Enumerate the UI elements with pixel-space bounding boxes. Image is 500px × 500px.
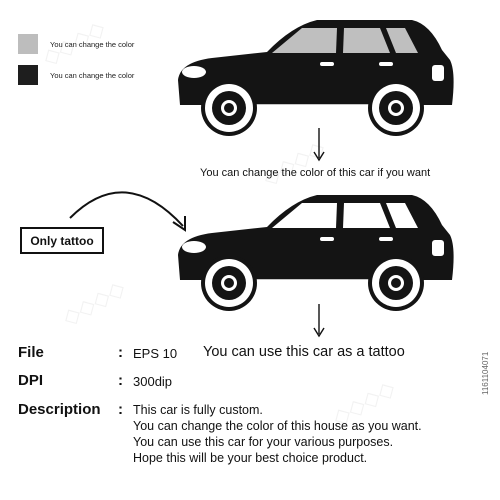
car-top-taillight bbox=[432, 65, 444, 81]
car-top-window-front bbox=[272, 28, 337, 53]
only-tattoo-label: Only tattoo bbox=[30, 233, 94, 248]
car-top-rear-wheel bbox=[368, 80, 424, 136]
only-tattoo-box: Only tattoo bbox=[20, 227, 104, 254]
curved-arrow-icon bbox=[69, 191, 186, 232]
file-label: File bbox=[18, 344, 44, 361]
car-top-window-middle bbox=[343, 28, 390, 53]
arrow-down-icon bbox=[313, 304, 325, 338]
car-bottom-window-front bbox=[272, 203, 337, 228]
dpi-separator: : bbox=[118, 372, 123, 389]
car-bottom bbox=[178, 195, 454, 311]
image-id: 1161104071 bbox=[481, 351, 490, 395]
watermark: ◇◇◇◇ bbox=[58, 274, 130, 331]
swatch-gray bbox=[18, 34, 38, 54]
description-line: You can use this car for your various pu… bbox=[133, 435, 394, 449]
file-note: You can use this car as a tattoo bbox=[203, 344, 405, 360]
arrow-down-icon bbox=[313, 128, 325, 162]
car-top bbox=[178, 20, 454, 136]
car-top-window-rear bbox=[386, 28, 418, 53]
car-bottom-door-handle bbox=[320, 237, 334, 241]
description-line: You can change the color of this house a… bbox=[133, 419, 422, 433]
dpi-label: DPI bbox=[18, 372, 44, 389]
description-separator: : bbox=[118, 401, 123, 418]
car-top-front-wheel bbox=[201, 80, 257, 136]
file-value: EPS 10 bbox=[133, 346, 178, 361]
description-line: This car is fully custom. bbox=[133, 403, 263, 417]
dpi-value: 300dip bbox=[133, 374, 173, 389]
car-bottom-rear-wheel bbox=[368, 255, 424, 311]
car-top-door-handle bbox=[379, 62, 393, 66]
description-line: Hope this will be your best choice produ… bbox=[133, 451, 368, 465]
arrow-caption: You can change the color of this car if … bbox=[200, 167, 431, 179]
car-top-headlight bbox=[182, 66, 206, 78]
car-top-door-handle bbox=[320, 62, 334, 66]
file-separator: : bbox=[118, 344, 123, 361]
car-bottom-front-wheel bbox=[201, 255, 257, 311]
car-bottom-window-middle bbox=[343, 203, 390, 228]
description-label: Description bbox=[18, 401, 101, 418]
car-bottom-door-handle bbox=[379, 237, 393, 241]
swatch-black-label: You can change the color bbox=[50, 71, 135, 80]
car-bottom-headlight bbox=[182, 241, 206, 253]
swatch-gray-label: You can change the color bbox=[50, 40, 135, 49]
car-bottom-window-rear bbox=[386, 203, 418, 228]
car-bottom-taillight bbox=[432, 240, 444, 256]
swatch-black bbox=[18, 65, 38, 85]
